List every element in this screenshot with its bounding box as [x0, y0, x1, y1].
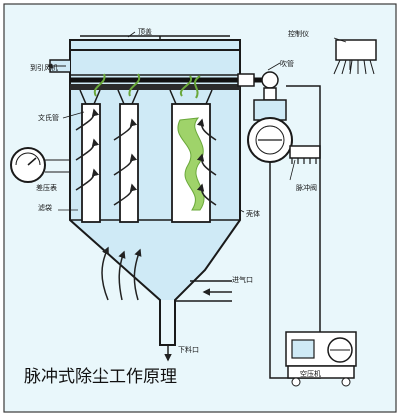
label-shell: 壳体 [246, 209, 260, 218]
label-controller: 控制仪 [288, 29, 309, 38]
pulse-valve-assembly [237, 71, 321, 164]
label-air-inlet: 进气口 [232, 275, 253, 284]
label-blow-pipe: 吹管 [280, 59, 294, 68]
leader-lines [58, 31, 347, 213]
pulse-jet-plume [179, 75, 201, 99]
label-pressure-gauge: 差压表 [36, 183, 57, 192]
label-to-fan: 到引风机 [30, 63, 58, 72]
valve-return-line [269, 162, 290, 379]
label-filter-bag: 滤袋 [38, 203, 52, 212]
label-venturi: 文氏管 [38, 113, 59, 122]
bag-outflow-plumes [93, 73, 141, 97]
air-compressor [285, 331, 357, 387]
top-cover [69, 39, 241, 50]
discharge-outlet [159, 300, 176, 346]
label-pulse-valve: 脉冲阀 [296, 183, 317, 192]
airflow-arrows [75, 108, 217, 301]
differential-pressure-gauge [10, 147, 70, 183]
controller-unit [333, 39, 377, 75]
label-discharge: 下料口 [178, 345, 199, 354]
diagram-title: 脉冲式除尘工作原理 [24, 367, 177, 387]
tube-sheet [70, 84, 240, 90]
label-compressor: 空压机 [300, 369, 321, 378]
label-top-cover: 顶盖 [138, 27, 152, 36]
